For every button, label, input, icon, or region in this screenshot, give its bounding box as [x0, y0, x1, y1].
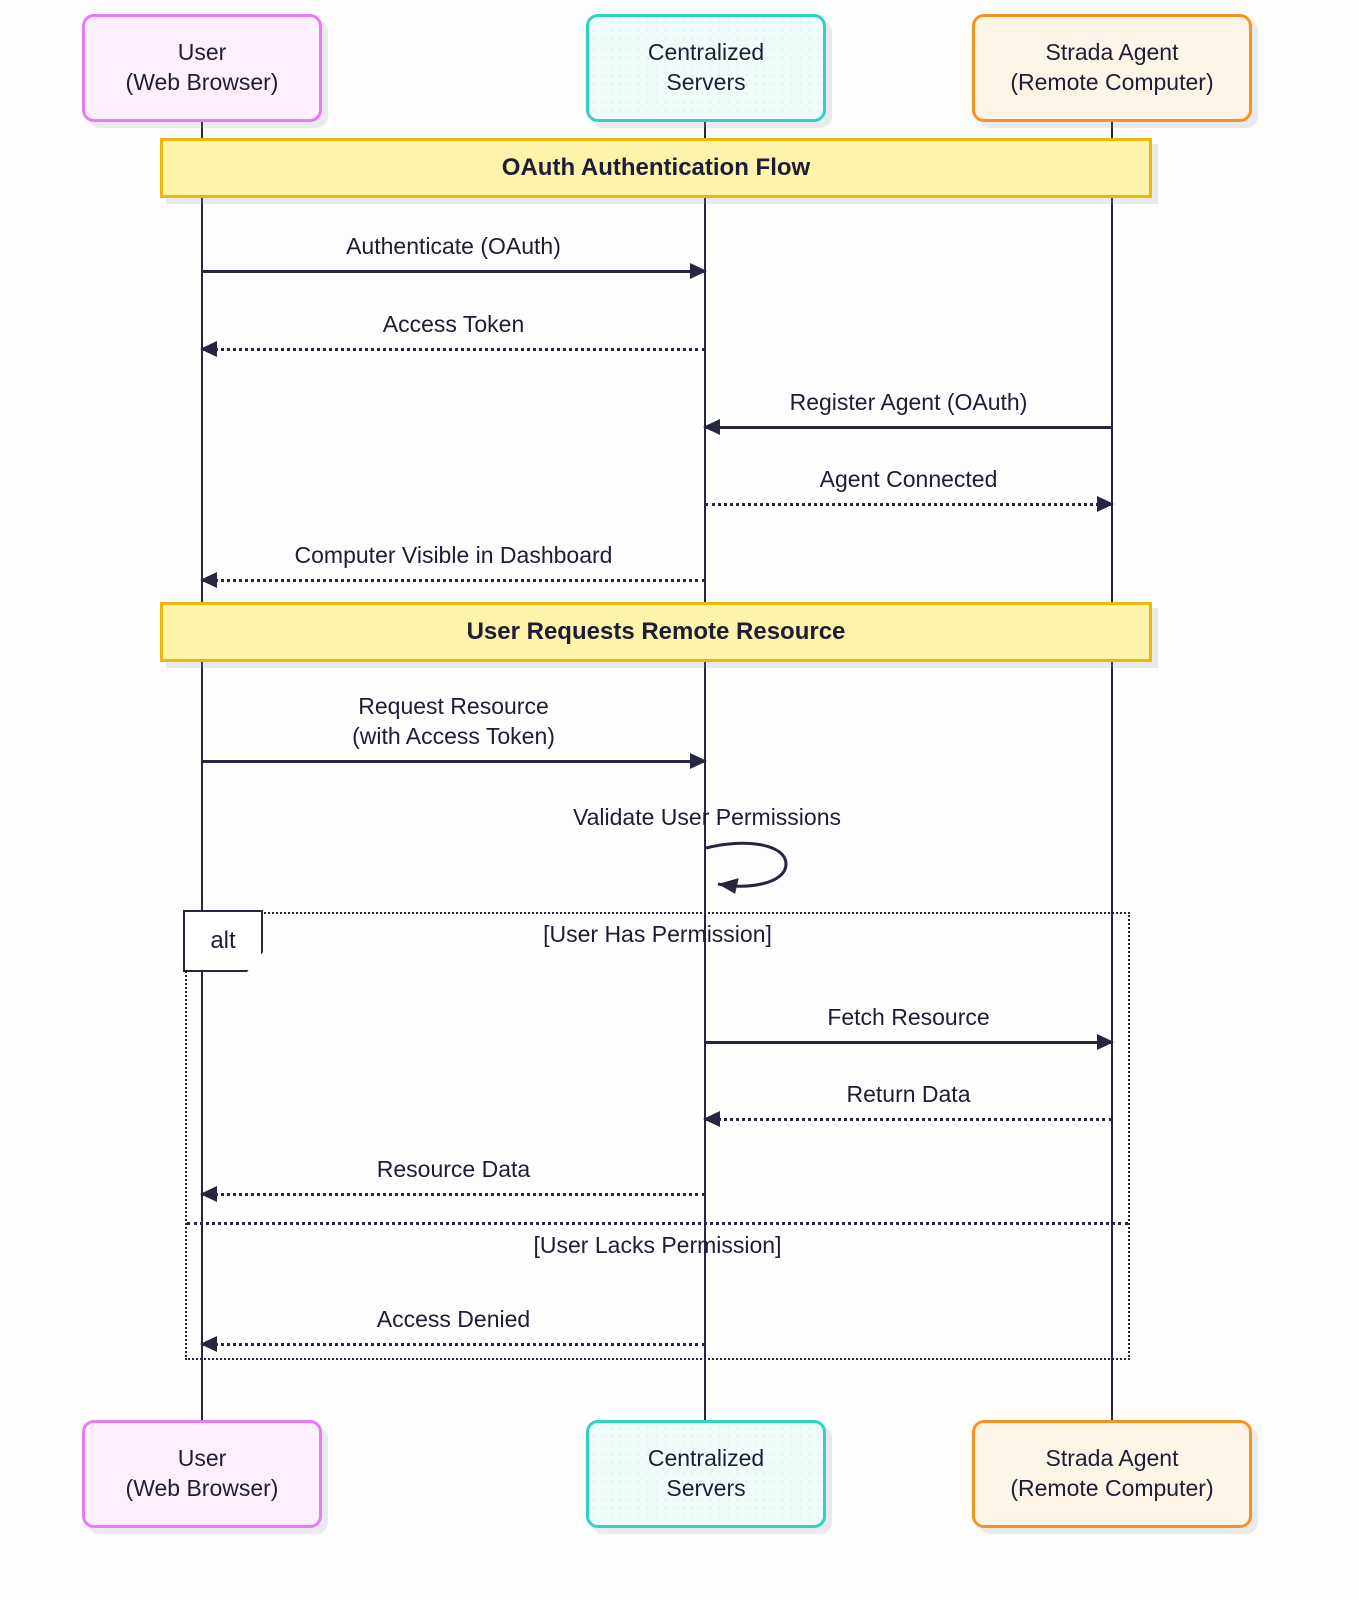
message-label: Fetch Resource	[827, 1004, 990, 1030]
arrow-dotted-left-icon	[703, 1110, 1112, 1127]
alt-frame	[185, 912, 1130, 1360]
alt-divider	[187, 1222, 1128, 1225]
message-request-resource: Request Resource (with Access Token)	[202, 692, 707, 769]
arrow-dotted-left-icon	[200, 571, 705, 588]
actor-user-label-line1: User	[177, 39, 227, 66]
message-label-line2: (with Access Token)	[352, 722, 555, 749]
arrowhead-right-icon	[690, 752, 707, 769]
actor-servers-label-line2: Servers	[666, 1475, 746, 1501]
arrow-dotted-left-icon	[200, 1185, 705, 1202]
arrowhead-left-icon	[200, 571, 217, 588]
message-label: Access Denied	[376, 1306, 531, 1332]
actor-agent-label-line1: Strada Agent	[1045, 39, 1179, 66]
message-label: Register Agent (OAuth)	[789, 389, 1028, 415]
alt-frame-label: alt	[183, 910, 263, 972]
actor-servers-top: Centralized Servers	[586, 14, 826, 122]
actor-agent-label-line2: (Remote Computer)	[1010, 69, 1214, 95]
actor-servers-label-line1: Centralized	[647, 1445, 765, 1472]
message-authenticate: Authenticate (OAuth)	[202, 232, 707, 279]
arrow-dotted-left-icon	[200, 340, 705, 357]
message-validate-permissions: Validate User Permissions	[572, 804, 842, 830]
actor-agent-label-line2: (Remote Computer)	[1010, 1475, 1214, 1501]
arrow-solid-right-icon	[202, 752, 707, 769]
message-label: Request Resource	[358, 693, 549, 719]
arrowhead-left-icon	[200, 1185, 217, 1202]
arrow-solid-left-icon	[703, 418, 1112, 435]
message-access-token: Access Token	[200, 310, 705, 357]
arrowhead-left-icon	[703, 418, 720, 435]
arrow-dotted-right-icon	[705, 495, 1114, 512]
message-label: Computer Visible in Dashboard	[294, 542, 613, 568]
arrowhead-right-icon	[1097, 495, 1114, 512]
arrow-solid-right-icon	[202, 262, 707, 279]
banner-user-requests: User Requests Remote Resource	[160, 602, 1152, 662]
message-label: Authenticate (OAuth)	[346, 233, 561, 259]
lifeline-servers	[704, 122, 706, 1420]
message-computer-visible: Computer Visible in Dashboard	[200, 541, 705, 588]
message-register-agent: Register Agent (OAuth)	[703, 388, 1112, 435]
arrow-solid-right-icon	[705, 1033, 1114, 1050]
actor-servers-bottom: Centralized Servers	[586, 1420, 826, 1528]
banner-oauth-flow: OAuth Authentication Flow	[160, 138, 1152, 198]
actor-user-label-line1: User	[177, 1445, 227, 1472]
message-label: Resource Data	[376, 1156, 531, 1182]
actor-agent-label-line1: Strada Agent	[1045, 1445, 1179, 1472]
message-label: Access Token	[382, 311, 525, 337]
actor-user-bottom: User (Web Browser)	[82, 1420, 322, 1528]
arrowhead-left-icon	[200, 340, 217, 357]
actor-servers-label-line2: Servers	[666, 69, 746, 95]
arrowhead-right-icon	[690, 262, 707, 279]
alt-guard-lacks-permission: [User Lacks Permission]	[533, 1232, 782, 1258]
arrowhead-right-icon	[1097, 1033, 1114, 1050]
message-label: Return Data	[846, 1081, 971, 1107]
actor-user-label-line2: (Web Browser)	[125, 1475, 279, 1501]
actor-agent-top: Strada Agent (Remote Computer)	[972, 14, 1252, 122]
lifeline-user	[201, 122, 203, 1420]
message-agent-connected: Agent Connected	[705, 465, 1114, 512]
alt-guard-has-permission: [User Has Permission]	[543, 921, 772, 947]
message-access-denied: Access Denied	[200, 1305, 705, 1352]
arrowhead-left-icon	[703, 1110, 720, 1127]
actor-user-top: User (Web Browser)	[82, 14, 322, 122]
message-label: Agent Connected	[819, 466, 998, 492]
message-return-data: Return Data	[703, 1080, 1112, 1127]
self-loop-arrow-icon	[705, 841, 788, 894]
actor-agent-bottom: Strada Agent (Remote Computer)	[972, 1420, 1252, 1528]
arrowhead-left-icon	[200, 1335, 217, 1352]
lifeline-agent	[1111, 122, 1113, 1420]
actor-user-label-line2: (Web Browser)	[125, 69, 279, 95]
message-fetch-resource: Fetch Resource	[705, 1003, 1114, 1050]
arrow-dotted-left-icon	[200, 1335, 705, 1352]
actor-servers-label-line1: Centralized	[647, 39, 765, 66]
message-resource-data: Resource Data	[200, 1155, 705, 1202]
